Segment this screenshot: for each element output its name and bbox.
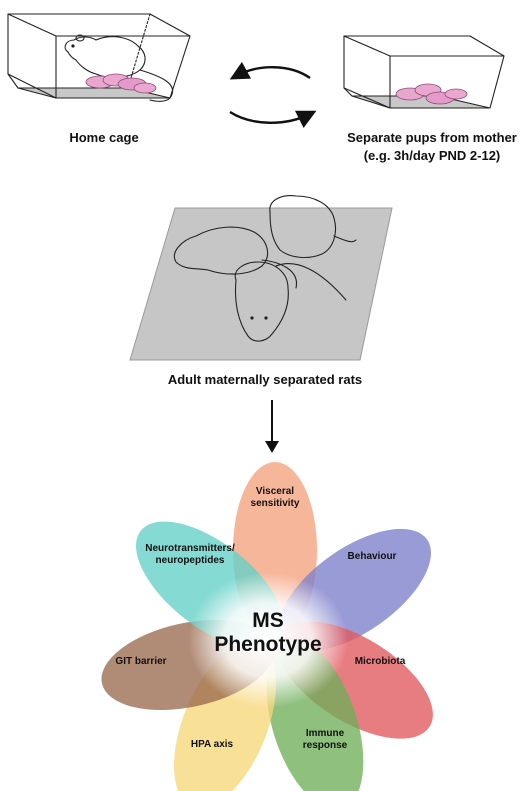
exchange-arrows xyxy=(229,61,317,128)
separated-pups-icon xyxy=(395,83,468,105)
adult-rat-front-icon xyxy=(234,261,289,342)
adult-rat-left-icon xyxy=(174,226,269,275)
center-glow xyxy=(188,572,348,708)
petal-label-line: sensitivity xyxy=(251,498,300,509)
adult-rats-label: Adult maternally separated rats xyxy=(168,372,362,387)
separate-label-line1: Separate pups from mother xyxy=(347,130,517,145)
petal-label-line: Microbiota xyxy=(355,656,406,667)
petal-label-line: Neurotransmitters/ xyxy=(145,543,235,554)
adult-rats-illustration xyxy=(129,195,393,361)
separation-cage-illustration xyxy=(343,35,505,109)
petal-label-neuro: Neurotransmitters/neuropeptides xyxy=(145,543,235,566)
petal-label-line: Immune xyxy=(306,728,345,739)
petal-label-line: neuropeptides xyxy=(156,555,225,566)
petal-label-microbiota: Microbiota xyxy=(355,656,406,667)
center-label-line2: Phenotype xyxy=(214,633,321,656)
mother-rat-icon xyxy=(64,34,173,102)
petal-label-behaviour: Behaviour xyxy=(348,551,397,562)
petal-label-line: Visceral xyxy=(256,486,294,497)
down-arrow xyxy=(265,400,279,453)
home-cage-illustration xyxy=(7,13,191,102)
petal-label-line: HPA axis xyxy=(191,739,234,750)
center-label-line1: MS xyxy=(252,609,284,632)
separate-label-line2: (e.g. 3h/day PND 2-12) xyxy=(364,148,501,163)
petal-label-line: GIT barrier xyxy=(115,656,166,667)
petal-label-hpa: HPA axis xyxy=(191,739,234,750)
petal-label-line: Behaviour xyxy=(348,551,397,562)
home-cage-label: Home cage xyxy=(69,130,138,145)
petal-label-line: response xyxy=(303,740,348,751)
petal-label-git: GIT barrier xyxy=(115,656,166,667)
pups-icon xyxy=(85,73,157,94)
adult-rat-right-icon xyxy=(269,195,337,259)
